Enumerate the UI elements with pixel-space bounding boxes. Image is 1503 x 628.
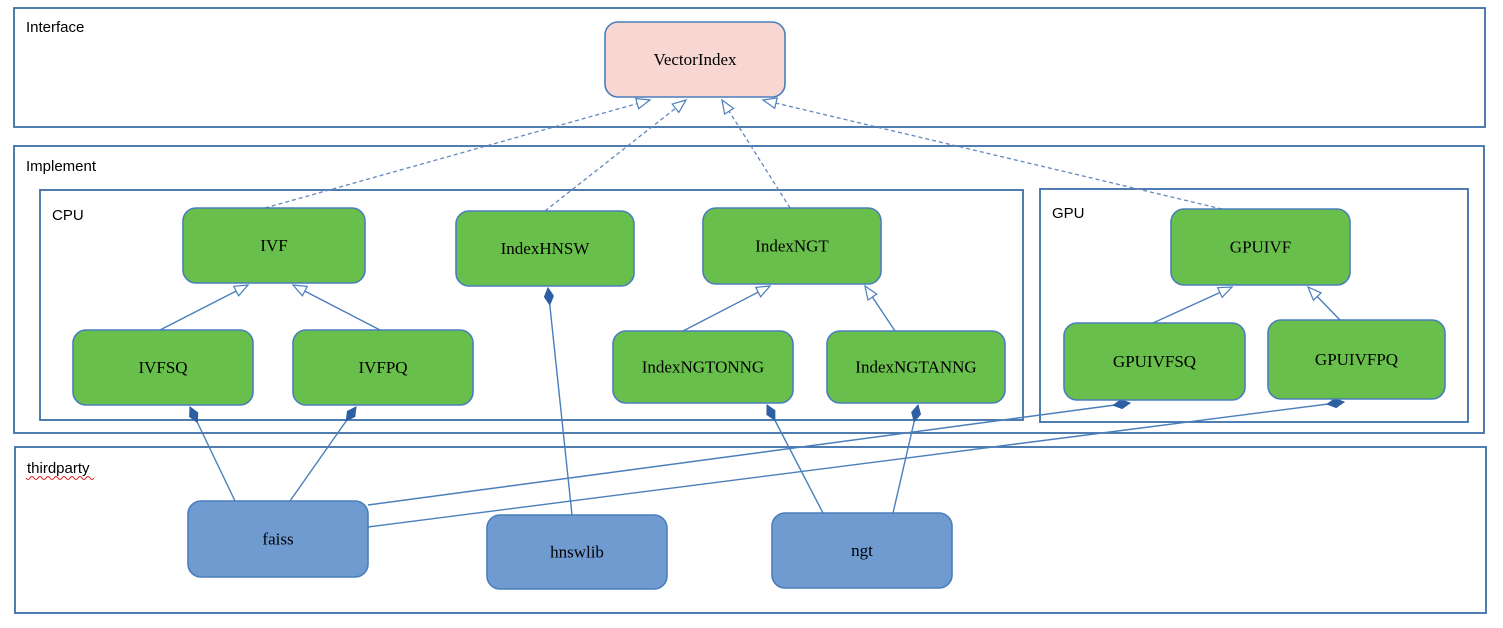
edge-faiss-ivfsq [189,406,236,502]
node-label-gpuivfsq: GPUIVFSQ [1113,352,1196,371]
edge-ivfpq-ivf [293,285,381,331]
edge-faiss-gpuivfpq [367,398,1346,528]
container-label-implement: Implement [26,158,97,175]
edge-ngt-indexngtanng [892,403,922,514]
node-ivfpq [292,329,474,406]
node-indexngtonng [612,330,794,404]
edge-gpuivfsq-gpuivf [1152,287,1232,324]
edge-gpuivf-vectorindex [763,100,1223,210]
node-label-indexngtonng: IndexNGTONNG [642,358,764,377]
edge-ngt-indexngtonng [766,404,824,514]
node-hnswlib [486,514,668,590]
node-label-ivf: IVF [260,236,287,255]
node-label-faiss: faiss [262,530,293,549]
spellcheck-squiggle [25,475,95,481]
node-indexngt [702,207,882,285]
node-indexhnsw [455,210,635,287]
node-ivf [182,207,366,284]
edge-ivf-vectorindex [264,100,650,209]
node-ivfsq [72,329,254,406]
node-label-ivfsq: IVFSQ [138,358,187,377]
node-label-indexhnsw: IndexHNSW [501,239,591,258]
node-label-ngt: ngt [851,541,873,560]
node-faiss [187,500,369,578]
node-label-vectorindex: VectorIndex [653,50,737,69]
edge-indexngtanng-indexngt [865,286,896,332]
node-vectorindex [604,21,786,98]
node-label-gpuivfpq: GPUIVFPQ [1315,350,1398,369]
container-label-cpu: CPU [52,207,84,224]
node-label-indexngt: IndexNGT [755,237,829,256]
node-gpuivfsq [1063,322,1246,401]
node-ngt [771,512,953,589]
edge-hnswlib-indexhnsw [543,286,573,516]
container-label-interface: Interface [26,19,84,36]
container-label-thirdparty: thirdparty [27,460,90,477]
node-gpuivf [1170,208,1351,286]
edge-gpuivfpq-gpuivf [1308,287,1341,321]
node-label-hnswlib: hnswlib [550,543,604,562]
edge-ivfsq-ivf [159,285,248,331]
node-label-ivfpq: IVFPQ [358,358,407,377]
edges-layer [159,100,1346,528]
node-gpuivfpq [1267,319,1446,400]
node-label-gpuivf: GPUIVF [1230,238,1291,257]
container-label-gpu: GPU [1052,205,1085,222]
edge-faiss-ivfpq [289,406,357,502]
edge-indexngt-vectorindex [722,100,791,209]
node-indexngtanng [826,330,1006,404]
edge-indexhnsw-vectorindex [544,100,686,212]
edge-indexngtonng-indexngt [682,286,770,332]
edge-faiss-gpuivfsq [367,399,1132,506]
node-label-indexngtanng: IndexNGTANNG [855,358,976,377]
